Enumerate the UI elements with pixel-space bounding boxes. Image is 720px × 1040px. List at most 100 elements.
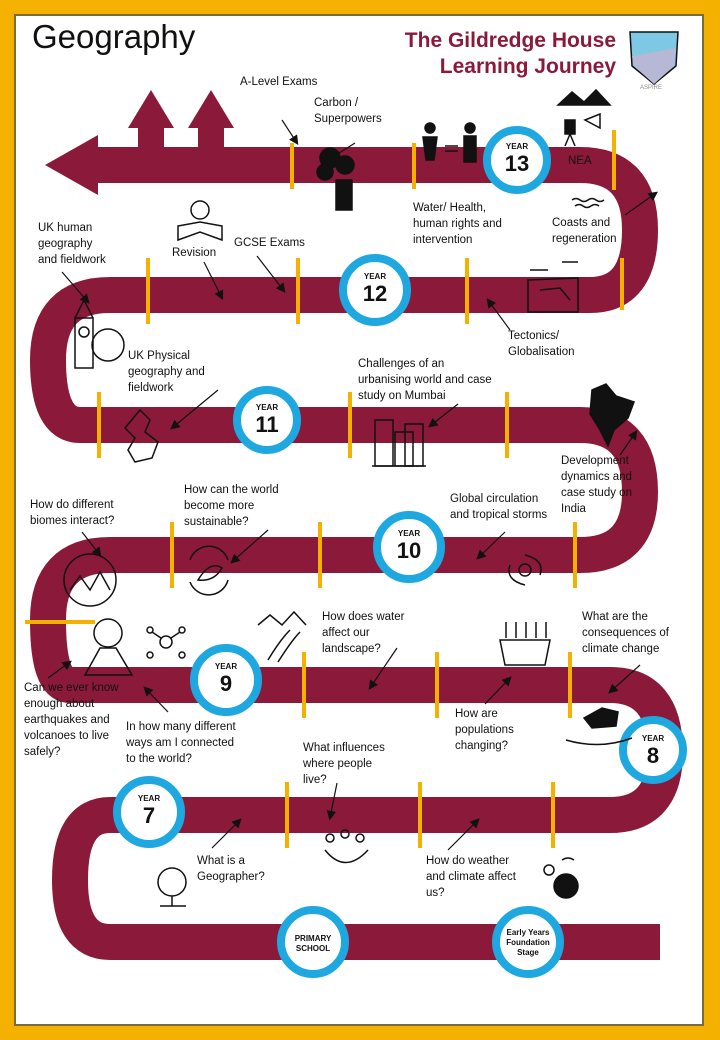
- badge-eyfs: [492, 906, 564, 978]
- rung: [465, 258, 469, 324]
- pointer-influences: [326, 782, 338, 821]
- rung: [285, 782, 289, 848]
- rung: [146, 258, 150, 324]
- year-7-number: 7: [142, 803, 156, 828]
- topic-nea: NEA: [568, 155, 592, 167]
- india-map-icon: [589, 383, 635, 448]
- river-landscape-icon: [257, 610, 307, 663]
- topic-populations: How are populations changing?: [455, 708, 514, 752]
- rung: [170, 522, 174, 588]
- topic-influences: What influences where people live?: [303, 742, 385, 786]
- year-13-label: YEAR: [505, 142, 529, 151]
- pointer-urbanising: [428, 403, 459, 428]
- badge-year-13: [483, 126, 551, 194]
- rung: [97, 392, 101, 458]
- topic-urbanising: Challenges of an urbanising world and ca…: [358, 358, 492, 402]
- rung: [573, 522, 577, 588]
- population-icon: [499, 622, 551, 666]
- fieldwork-landscape-icon: [556, 88, 612, 147]
- topic-water-health: Water/ Health, human rights and interven…: [413, 202, 502, 246]
- topic-revision: Revision: [172, 247, 217, 259]
- biome-icon: [63, 553, 117, 607]
- journey-road: [30, 147, 683, 960]
- badge-year-10: [373, 511, 445, 583]
- polar-bear-icon: [565, 707, 633, 746]
- pointer-alevel: [281, 119, 299, 146]
- topic-climate-change: What are the consequences of climate cha…: [582, 611, 669, 655]
- year-13-number: 13: [504, 151, 530, 176]
- topic-sustainable: How can the world become more sustainabl…: [184, 484, 279, 528]
- uk-map-icon: [123, 408, 159, 463]
- big-ben-icon: [74, 298, 125, 369]
- topic-gcse: GCSE Exams: [234, 237, 305, 249]
- topic-uk-human: UK human geography and fieldwork: [38, 222, 106, 266]
- topic-water-landscape: How does water affect our landscape?: [322, 611, 405, 655]
- rung: [318, 522, 322, 588]
- topic-development: Development dynamics and case study on I…: [561, 455, 632, 515]
- pointer-coasts: [624, 191, 658, 216]
- year-9-number: 9: [219, 671, 233, 696]
- reading-person-icon: [177, 200, 223, 242]
- rung: [302, 652, 306, 718]
- year-12-label: YEAR: [363, 272, 387, 281]
- storm-icon: [508, 554, 542, 586]
- pointer-populations: [484, 676, 512, 705]
- topic-tectonics: Tectonics/ Globalisation: [508, 330, 575, 358]
- pointer-weather: [447, 818, 480, 851]
- community-icon: [324, 829, 369, 864]
- topic-weather: How do weather and climate affect us?: [426, 855, 516, 899]
- waves-icon: [571, 197, 605, 209]
- rung: [25, 620, 95, 624]
- network-icon: [146, 626, 186, 659]
- badge-year-9: [190, 644, 262, 716]
- logo-text: ASPIRE: [640, 85, 663, 91]
- weather-globe-icon: [543, 857, 579, 899]
- pointer-revision: [203, 261, 224, 301]
- topic-alevel-exams: A-Level Exams: [240, 76, 318, 88]
- up-arrow-shaft-2: [198, 125, 224, 151]
- badge-year-12: [339, 254, 411, 326]
- year-badges: [113, 126, 687, 978]
- rung: [435, 652, 439, 718]
- pointer-biomes: [81, 531, 102, 557]
- rung: [290, 143, 294, 189]
- aspire-shield-icon: [629, 31, 679, 85]
- rung: [551, 782, 555, 848]
- pointer-water: [368, 647, 398, 690]
- pointer-connected: [143, 686, 169, 713]
- year-10-number: 10: [396, 538, 422, 563]
- people-equality-icon: [422, 122, 477, 163]
- year-11-label: YEAR: [255, 403, 279, 412]
- topic-carbon: Carbon / Superpowers: [314, 97, 382, 125]
- year-8-number: 8: [646, 743, 660, 768]
- rung: [296, 258, 300, 324]
- rung: [412, 143, 416, 189]
- recycle-leaf-icon: [189, 545, 229, 596]
- badge-year-7: [113, 776, 185, 848]
- factory-smoke-icon: [316, 147, 355, 211]
- pointer-earthquakes: [47, 660, 72, 679]
- main-arrowhead: [45, 135, 98, 195]
- rung: [612, 130, 616, 190]
- topic-earthquakes: Can we ever know enough about earthquake…: [24, 682, 119, 758]
- badge-primary: [277, 906, 349, 978]
- rung: [348, 392, 352, 458]
- pointer-sustainable: [230, 529, 269, 564]
- pointer-uk-human: [61, 271, 90, 304]
- volcano-tree-icon: [83, 618, 134, 676]
- topic-coasts: Coasts and regeneration: [552, 217, 617, 245]
- pointer-climate: [608, 664, 641, 694]
- topic-connected: In how many different ways am I connecte…: [126, 721, 236, 765]
- pointer-uk-physical: [170, 389, 219, 430]
- rung: [568, 652, 572, 718]
- city-buildings-icon: [372, 419, 426, 467]
- school-title: The Gildredge House Learning Journey: [404, 29, 616, 78]
- topic-global-circulation: Global circulation and tropical storms: [450, 493, 548, 521]
- rung: [418, 782, 422, 848]
- rung: [620, 258, 624, 310]
- pointer-development: [619, 430, 638, 456]
- topic-uk-physical: UK Physical geography and fieldwork: [128, 350, 205, 394]
- rung: [505, 392, 509, 458]
- pointer-geographer: [211, 818, 242, 849]
